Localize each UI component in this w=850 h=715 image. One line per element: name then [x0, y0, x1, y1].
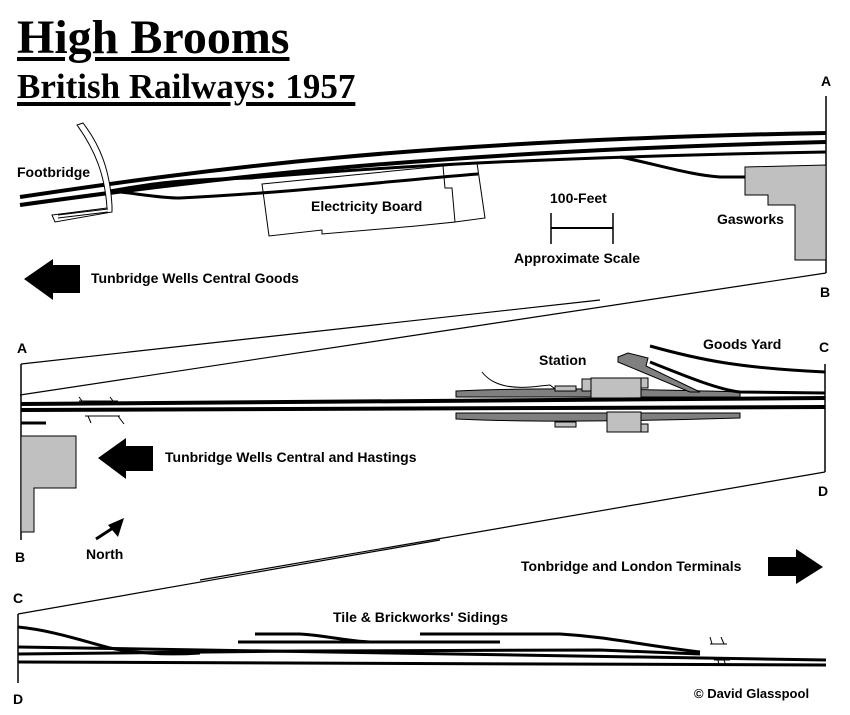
section-1-boundary-bottom: [19, 272, 827, 396]
bridge-parapet-upper: [78, 396, 118, 402]
station-building-down-annex: [640, 423, 649, 433]
bridge-parapet-lower: [714, 659, 730, 667]
station-building-main: [590, 377, 642, 399]
track-brickworks-siding-3: [420, 632, 701, 654]
match-letter-a-top: A: [821, 73, 831, 89]
arrow-right-icon: [768, 549, 823, 584]
section-1: Footbridge Electricity Board Gasworks 10…: [17, 73, 831, 396]
station-approach-path: [481, 371, 556, 390]
goods-yard-dock: [617, 352, 701, 393]
match-letter-d-right: D: [818, 483, 828, 499]
scale-length-label: 100-Feet: [550, 190, 607, 206]
track-main-down: [17, 660, 827, 667]
track-siding-lower: [111, 172, 479, 200]
label-footbridge: Footbridge: [17, 164, 90, 180]
platform-down: [455, 412, 741, 422]
map-title: High Brooms: [17, 11, 290, 64]
match-letter-b-left: B: [15, 549, 25, 565]
arrow-left-icon: [98, 438, 153, 479]
track-main-down: [19, 140, 827, 207]
station-building-annex: [581, 378, 592, 392]
scale-caption: Approximate Scale: [514, 250, 640, 266]
label-goods-yard: Goods Yard: [703, 336, 781, 352]
track-main-up: [17, 645, 827, 662]
footbridge-steps: [57, 208, 109, 216]
section-3: Tile & Brickworks' Sidings C D © David G…: [13, 539, 827, 707]
north-arrow-icon: [108, 518, 124, 537]
electricity-board-building: [261, 165, 456, 237]
label-direction-tonbridge-london: Tonbridge and London Terminals: [521, 558, 742, 574]
map-subtitle: British Railways: 1957: [17, 67, 356, 106]
label-electricity-board: Electricity Board: [311, 198, 422, 214]
station-building-small: [640, 377, 649, 389]
section-2: Station Goods Yard Tunbridge Wells Centr…: [15, 299, 829, 584]
match-letter-c-right: C: [819, 339, 829, 355]
label-station: Station: [539, 352, 586, 368]
station-building-down: [606, 411, 642, 433]
station-building-shelter: [554, 385, 577, 392]
section-3-boundary-top: [17, 539, 441, 615]
track-goods-yard-2: [649, 360, 826, 395]
footbridge-steps: [57, 211, 109, 219]
footbridge-structure: [51, 122, 113, 223]
track-gasworks-siding: [619, 155, 745, 179]
label-north: North: [86, 546, 123, 562]
match-letter-c-left: C: [13, 590, 23, 606]
track-goods-yard-1: [649, 344, 826, 374]
label-direction-tw-central-hastings: Tunbridge Wells Central and Hastings: [165, 449, 417, 465]
match-letter-d-left: D: [13, 691, 23, 707]
gasworks-building-continuation: [20, 435, 77, 533]
electricity-board-annex: [442, 162, 486, 223]
match-letter-b-top: B: [820, 284, 830, 300]
gasworks-building: [744, 164, 827, 261]
label-gasworks: Gasworks: [717, 211, 784, 227]
label-direction-tw-central-goods: Tunbridge Wells Central Goods: [91, 270, 299, 286]
label-brickworks-sidings: Tile & Brickworks' Sidings: [333, 609, 508, 625]
copyright-notice: © David Glasspool: [694, 686, 809, 701]
bridge-parapet-upper: [709, 636, 727, 645]
track-loop: [17, 648, 701, 656]
track-main-down: [20, 405, 826, 412]
track-main-up: [19, 131, 827, 199]
match-letter-a-left: A: [17, 340, 27, 356]
arrow-left-icon: [24, 259, 80, 300]
section-2-boundary-bottom: [199, 471, 826, 581]
bridge-parapet-lower: [85, 415, 125, 425]
section-2-boundary-top: [20, 299, 601, 365]
track-main-up: [20, 396, 826, 406]
station-building-down-shelter: [554, 421, 577, 428]
